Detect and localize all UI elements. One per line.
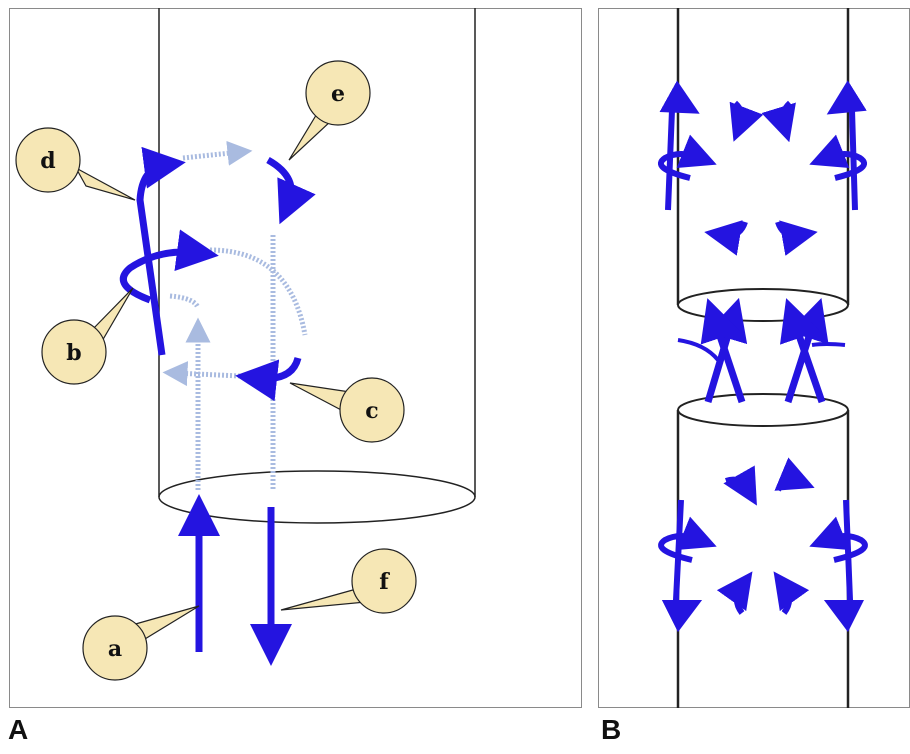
flow-arrows bbox=[119, 146, 316, 666]
panel-b-label: B bbox=[601, 714, 622, 745]
arrow-b-rotation bbox=[119, 229, 219, 304]
callout-c: c bbox=[289, 377, 405, 443]
callout-a-label: a bbox=[108, 636, 122, 662]
panel-a-drawing: a b c d e f bbox=[15, 8, 476, 681]
callout-a: a bbox=[82, 605, 200, 681]
faded-arrow-hook bbox=[169, 293, 201, 310]
faded-arrow-arc bbox=[209, 247, 308, 336]
callout-d: d bbox=[15, 127, 136, 201]
lower-vessel-end bbox=[677, 393, 849, 427]
callout-b: b bbox=[41, 287, 134, 385]
crossing-arrows bbox=[700, 297, 829, 404]
arrow-c-curl bbox=[235, 356, 302, 402]
panel-b-drawing bbox=[657, 8, 868, 708]
lower-swirl-arrows bbox=[658, 457, 868, 633]
faded-arrow-left bbox=[162, 361, 241, 387]
callout-c-label: c bbox=[365, 398, 378, 424]
upper-vessel-end bbox=[677, 288, 849, 322]
arrow-e-curl bbox=[266, 156, 316, 225]
callout-d-label: d bbox=[40, 148, 55, 174]
callout-f: f bbox=[280, 548, 417, 614]
upper-swirl-arrows bbox=[657, 80, 868, 256]
callout-e: e bbox=[288, 60, 371, 161]
callout-e-label: e bbox=[331, 81, 345, 107]
panel-a-label: A bbox=[8, 714, 29, 745]
faded-flow-arrows bbox=[162, 140, 308, 490]
crossing-ticks bbox=[677, 338, 846, 362]
callout-f-label: f bbox=[379, 569, 390, 595]
callout-b-label: b bbox=[66, 340, 81, 366]
faded-arrow-top bbox=[182, 140, 253, 166]
arrow-d-up bbox=[136, 146, 186, 356]
vessel-opening bbox=[158, 470, 476, 524]
